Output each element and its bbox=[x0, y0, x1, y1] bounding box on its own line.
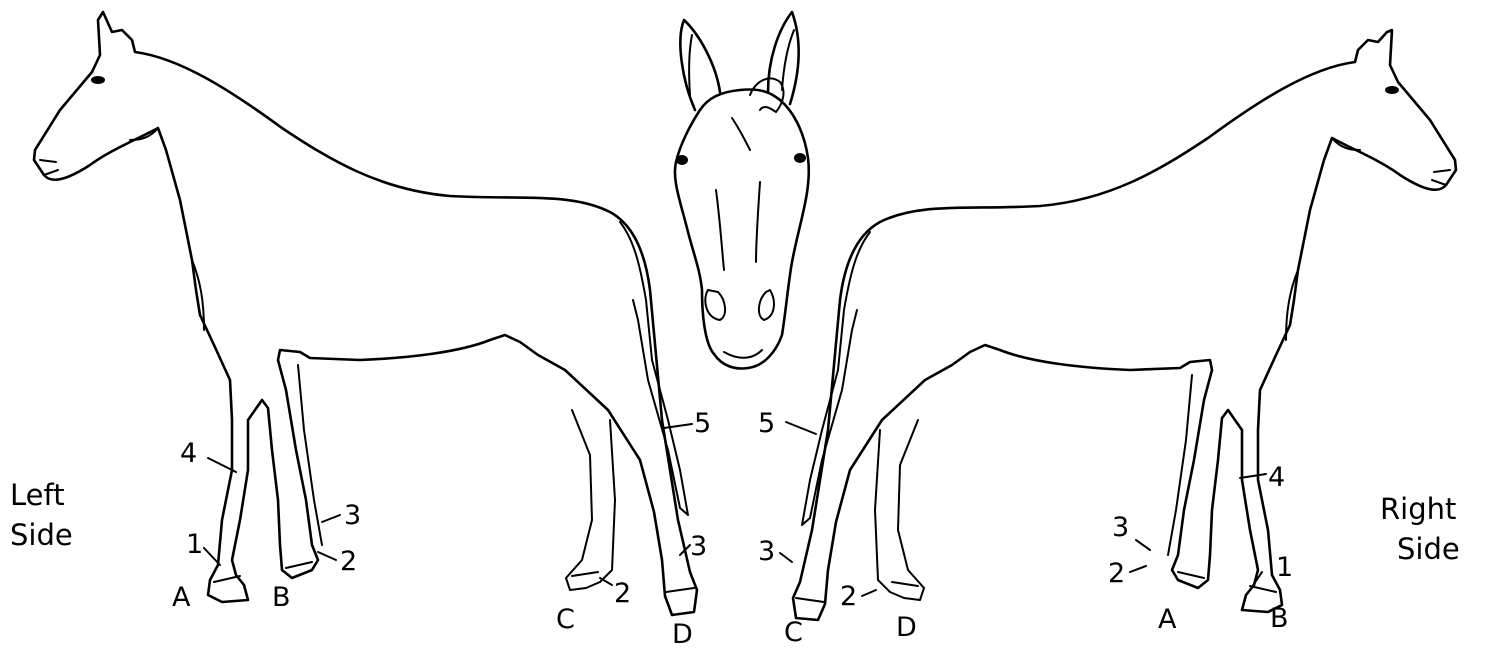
left-horse-far-hindleg bbox=[566, 410, 615, 590]
left-side-label-line1: Left bbox=[10, 478, 65, 512]
front-head-nostrils bbox=[705, 290, 774, 320]
right-horse-hooves bbox=[796, 572, 1276, 602]
right-horse-eye-icon bbox=[1385, 86, 1399, 94]
left-horse-eye-icon bbox=[91, 76, 105, 84]
left-label-marking-1: 1 bbox=[186, 529, 203, 560]
right-side-label-line2: Side bbox=[1397, 532, 1460, 566]
right-horse-labels: C D A B 5 3 2 3 2 4 1 bbox=[758, 408, 1293, 648]
left-label-marking-3-fore: 3 bbox=[344, 500, 361, 531]
front-head-left-eye-icon bbox=[676, 155, 688, 165]
right-label-marking-3-fore: 3 bbox=[1112, 512, 1129, 543]
front-head-forelock bbox=[750, 78, 783, 112]
left-horse-tail bbox=[620, 222, 688, 515]
right-label-marking-2-hind: 2 bbox=[840, 581, 857, 612]
right-horse-tail bbox=[802, 232, 870, 525]
left-label-marking-5: 5 bbox=[694, 408, 711, 439]
left-label-marking-3-hind: 3 bbox=[690, 531, 707, 562]
front-head-figure bbox=[675, 12, 809, 368]
front-head-face-lines bbox=[716, 118, 760, 270]
front-head-mouth bbox=[724, 350, 762, 358]
right-horse-far-foreleg bbox=[1168, 375, 1222, 555]
right-label-marking-5: 5 bbox=[758, 408, 775, 439]
left-horse-figure bbox=[34, 12, 697, 615]
right-label-marking-4: 4 bbox=[1268, 462, 1285, 493]
front-head-right-eye-icon bbox=[794, 153, 806, 163]
right-label-leg-c: C bbox=[784, 617, 803, 648]
right-horse-far-hindleg bbox=[875, 420, 924, 600]
right-label-leg-a: A bbox=[1158, 604, 1177, 635]
left-horse-far-foreleg bbox=[268, 365, 322, 545]
left-label-marking-2-fore: 2 bbox=[340, 546, 357, 577]
front-head-outline bbox=[675, 89, 809, 368]
right-label-leg-d: D bbox=[896, 612, 917, 643]
left-label-leg-d: D bbox=[672, 619, 693, 649]
left-label-marking-4: 4 bbox=[180, 438, 197, 469]
left-label-marking-2-hind: 2 bbox=[614, 578, 631, 609]
left-horse-head-neck-back bbox=[34, 12, 697, 615]
right-label-marking-2-fore: 2 bbox=[1108, 558, 1125, 589]
right-label-leg-b: B bbox=[1270, 603, 1289, 634]
right-horse-marker-lines bbox=[780, 422, 1266, 596]
left-label-leg-c: C bbox=[556, 604, 575, 635]
right-label-marking-3-hind: 3 bbox=[758, 536, 775, 567]
right-side-label-line1: Right bbox=[1380, 492, 1456, 526]
left-label-leg-a: A bbox=[172, 582, 191, 613]
right-label-marking-1: 1 bbox=[1276, 552, 1293, 583]
left-side-label-line2: Side bbox=[10, 518, 73, 552]
left-label-leg-b: B bbox=[272, 582, 291, 613]
